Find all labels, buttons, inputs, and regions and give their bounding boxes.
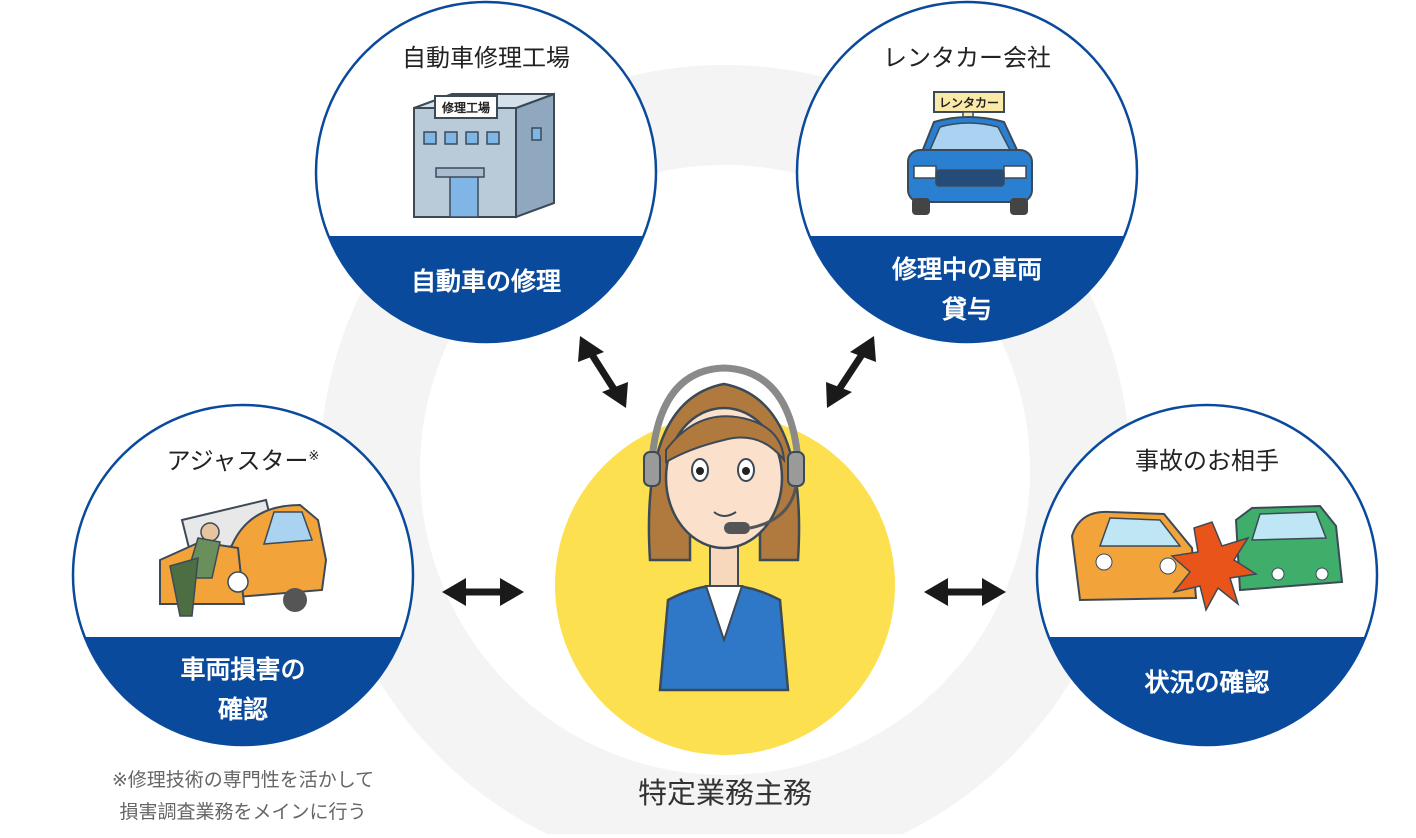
adjuster-role-line1: 車両損害の bbox=[93, 650, 393, 690]
double-arrow-icon bbox=[442, 578, 524, 606]
operator-headset-icon bbox=[644, 368, 804, 690]
rental-role-line2: 貸与 bbox=[817, 290, 1117, 330]
adjuster-note-mark: ※ bbox=[308, 449, 319, 464]
double-arrow-icon bbox=[578, 336, 628, 408]
adjuster-footnote: ※修理技術の専門性を活かして 損害調査業務をメインに行う bbox=[43, 764, 443, 828]
adjuster-role-line2: 確認 bbox=[93, 690, 393, 730]
adjuster-title: アジャスター※ bbox=[93, 447, 393, 476]
center-label: 特定業務主務 bbox=[575, 770, 875, 812]
double-arrow-icon bbox=[826, 336, 876, 408]
footnote-line1: ※修理技術の専門性を活かして bbox=[43, 764, 443, 796]
repair-shop-title: 自動車修理工場 bbox=[336, 44, 636, 73]
rental-sign-text: レンタカー bbox=[939, 96, 999, 110]
double-arrow-icon bbox=[924, 578, 1006, 606]
repair-sign-text: 修理工場 bbox=[441, 100, 490, 115]
repair-shop-role: 自動車の修理 bbox=[336, 262, 636, 302]
adjuster-title-text: アジャスター bbox=[167, 447, 309, 475]
other-party-title: 事故のお相手 bbox=[1057, 447, 1357, 476]
footnote-line2: 損害調査業務をメインに行う bbox=[43, 796, 443, 828]
rental-role-line1: 修理中の車両 bbox=[817, 250, 1117, 290]
other-party-role: 状況の確認 bbox=[1057, 663, 1357, 703]
adjuster-role: 車両損害の 確認 bbox=[93, 650, 393, 730]
rental-title: レンタカー会社 bbox=[817, 44, 1117, 73]
rental-role: 修理中の車両 貸与 bbox=[817, 250, 1117, 330]
